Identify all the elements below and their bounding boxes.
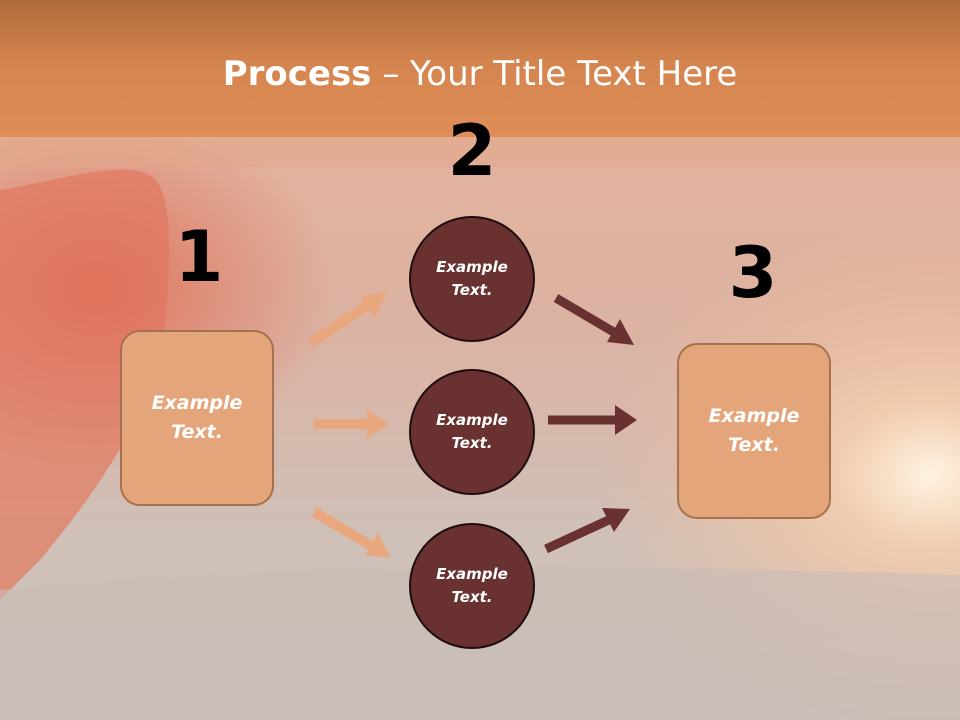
left-arrow-up	[308, 291, 387, 348]
step-3-box: Example Text.	[677, 343, 831, 519]
title-bar	[0, 0, 960, 137]
title-underband	[0, 137, 960, 167]
step-2-number: 2	[447, 110, 497, 192]
step-3-text: Example Text.	[708, 405, 800, 456]
slide-title: Process – Your Title Text Here	[0, 52, 960, 96]
step-2-circle-middle: Example Text.	[409, 369, 535, 495]
right-arrow-up	[544, 508, 630, 554]
step-3-number: 3	[728, 232, 778, 314]
step-2-circle-top: Example Text.	[409, 216, 535, 342]
circle-top-text: Example Text.	[436, 258, 508, 299]
circle-middle-text: Example Text.	[436, 411, 508, 452]
title-rest: – Your Title Text Here	[371, 54, 738, 94]
left-arrow-down	[311, 507, 391, 558]
step-1-number: 1	[174, 216, 224, 298]
title-bold: Process	[222, 54, 372, 94]
step-1-text: Example Text.	[151, 392, 243, 443]
right-arrow-mid	[548, 405, 637, 435]
step-2-circle-bottom: Example Text.	[409, 523, 535, 649]
left-arrow-mid	[314, 410, 389, 438]
right-arrow-down	[553, 294, 634, 345]
circle-bottom-text: Example Text.	[436, 565, 508, 606]
step-1-box: Example Text.	[120, 330, 274, 506]
